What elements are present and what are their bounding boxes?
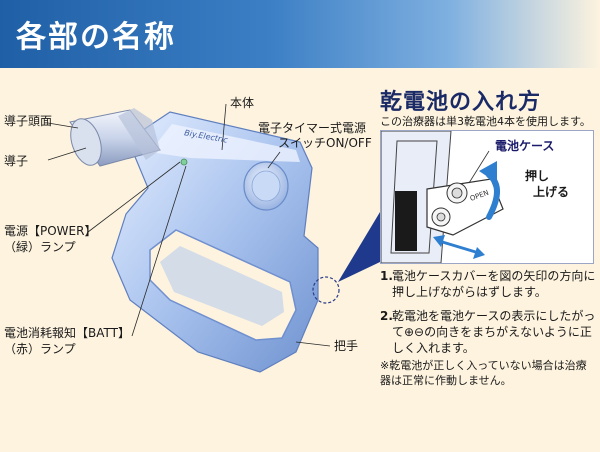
page-header: 各部の名称: [0, 0, 600, 68]
step-1-text: 電池ケースカバーを図の矢印の方向に押し上げながらはずします。: [392, 269, 596, 299]
battery-case-label: 電池ケース: [495, 139, 555, 153]
battery-inset-figure: OPEN 電池ケース 押し 上げる: [380, 130, 594, 264]
battery-section-subtitle: この治療器は単3乾電池4本を使用します。: [380, 115, 591, 128]
callout-wedge: [338, 212, 380, 282]
label-handle: 把手: [334, 339, 359, 353]
battery-note: ※乾電池が正しく入っていない場合は治療器は正常に作動しません。: [380, 359, 587, 387]
label-conductor-head: 導子頭面: [4, 114, 53, 128]
battery-case-illustration: OPEN: [380, 130, 504, 264]
power-lamp: [180, 158, 188, 166]
battery-step-1: 1. 電池ケースカバーを図の矢印の方向に押し上げながらはずします。: [380, 268, 596, 300]
insert-double-arrow: [438, 239, 480, 255]
page-title: 各部の名称: [16, 20, 176, 55]
label-timer-switch-2: スイッチON/OFF: [278, 136, 372, 150]
battery-location-marker: [312, 276, 340, 304]
label-timer-switch-1: 電子タイマー式電源: [258, 121, 367, 135]
label-conductor: 導子: [4, 154, 29, 168]
conductor-head-face: [70, 118, 102, 166]
push-label-1: 押し: [525, 169, 550, 183]
battery-step-2: 2. 乾電池を電池ケースの表示にしたがって⊕⊖の向きをまちがえないように正しく入…: [380, 308, 596, 356]
push-label-2: 上げる: [533, 185, 570, 199]
step-1-number: 1.: [380, 269, 393, 283]
label-power-lamp-1: 電源【POWER】: [4, 224, 97, 238]
label-batt-lamp-1: 電池消耗報知【BATT】: [4, 326, 130, 340]
label-power-lamp-2: （緑）ランプ: [4, 240, 76, 254]
step-2-text: 乾電池を電池ケースの表示にしたがって⊕⊖の向きをまちがえないように正しく入れます…: [392, 309, 596, 355]
battery-section-title: 乾電池の入れ方: [380, 90, 542, 115]
step-2-number: 2.: [380, 309, 393, 323]
label-batt-lamp-2: （赤）ランプ: [4, 342, 76, 356]
label-body: 本体: [230, 96, 255, 110]
